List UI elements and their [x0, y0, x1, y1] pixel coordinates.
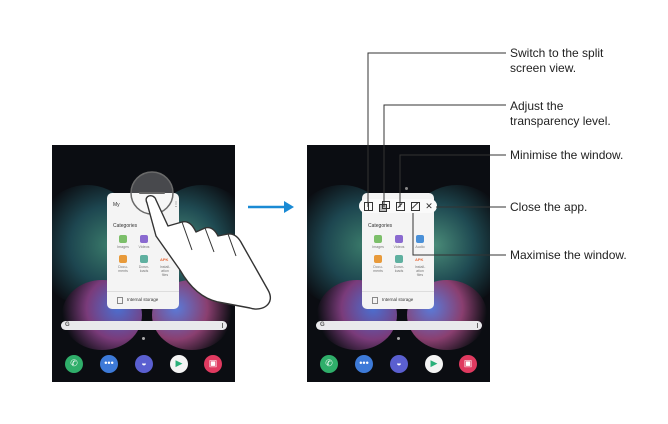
- transparency-icon[interactable]: [379, 201, 390, 212]
- search-bar[interactable]: G: [61, 321, 227, 330]
- popup-title: My: [113, 202, 120, 208]
- arrow-head: [284, 201, 294, 213]
- apk-icon[interactable]: APK: [415, 257, 424, 262]
- installation-files-label: Install-ation files: [414, 265, 426, 277]
- callout-maximise: Maximise the window.: [510, 248, 627, 262]
- callout-split-screen: Switch to the split screen view.: [510, 46, 604, 75]
- downloads-icon[interactable]: [395, 255, 403, 263]
- images-label: Images: [372, 245, 384, 249]
- camera-dot: [405, 187, 408, 190]
- phone-screen-after: Categories Images Videos Audio APK Docu-…: [307, 145, 490, 382]
- downloads-label: Down-loads: [393, 265, 405, 273]
- images-icon[interactable]: [119, 235, 127, 243]
- gallery-icon[interactable]: ▣: [459, 355, 477, 373]
- page-indicator: [142, 337, 145, 340]
- storage-icon: [117, 297, 123, 304]
- page-indicator: [397, 337, 400, 340]
- downloads-icon[interactable]: [140, 255, 148, 263]
- videos-icon[interactable]: [140, 235, 148, 243]
- leader-minimise: [399, 154, 506, 207]
- internet-icon[interactable]: ◒: [390, 355, 408, 373]
- callout-close: Close the app.: [510, 200, 588, 214]
- leader-maximise: [412, 213, 506, 256]
- leader-transparency: [383, 104, 506, 207]
- internal-storage-label[interactable]: Internal storage: [127, 297, 159, 302]
- documents-icon[interactable]: [374, 255, 382, 263]
- close-icon[interactable]: ✕: [425, 201, 433, 211]
- videos-icon[interactable]: [395, 235, 403, 243]
- internet-icon[interactable]: ◒: [135, 355, 153, 373]
- google-logo-icon: G: [65, 322, 70, 328]
- play-store-icon[interactable]: ▶: [170, 355, 188, 373]
- callout-transparency: Adjust the transparency level.: [510, 99, 611, 128]
- videos-label: Videos: [393, 245, 405, 249]
- downloads-label: Down-loads: [138, 265, 150, 273]
- storage-row-divider: [362, 291, 434, 292]
- maximise-icon[interactable]: [410, 201, 420, 211]
- installation-files-label: Install-ation files: [159, 265, 171, 277]
- storage-icon: [372, 297, 378, 304]
- popup-toolbar: ✕: [359, 199, 437, 213]
- google-logo-icon: G: [320, 322, 325, 328]
- play-store-icon[interactable]: ▶: [425, 355, 443, 373]
- categories-heading: Categories: [113, 223, 138, 229]
- gallery-icon[interactable]: ▣: [204, 355, 222, 373]
- images-icon[interactable]: [374, 235, 382, 243]
- audio-icon[interactable]: [416, 235, 424, 243]
- messages-icon[interactable]: •••: [355, 355, 373, 373]
- phone-icon[interactable]: ✆: [320, 355, 338, 373]
- popup-drag-handle: [139, 192, 165, 194]
- mic-icon[interactable]: [476, 323, 478, 328]
- documents-label: Docu-ments: [118, 265, 128, 273]
- videos-label: Videos: [138, 245, 150, 249]
- hand-finger-lines: [181, 221, 237, 257]
- search-bar[interactable]: G: [316, 321, 482, 330]
- leader-split: [367, 52, 506, 207]
- audio-label: Audio: [415, 245, 425, 249]
- phone-icon[interactable]: ✆: [65, 355, 83, 373]
- internal-storage-label[interactable]: Internal storage: [382, 297, 414, 302]
- callout-minimise: Minimise the window.: [510, 148, 624, 162]
- more-options-icon[interactable]: ⋮: [173, 202, 179, 208]
- storage-row-divider: [107, 291, 179, 292]
- messages-icon[interactable]: •••: [100, 355, 118, 373]
- categories-heading: Categories: [368, 223, 393, 229]
- documents-label: Docu-ments: [373, 265, 383, 273]
- images-label: Images: [117, 245, 129, 249]
- documents-icon[interactable]: [119, 255, 127, 263]
- apk-icon[interactable]: APK: [160, 257, 169, 262]
- mic-icon[interactable]: [221, 323, 223, 328]
